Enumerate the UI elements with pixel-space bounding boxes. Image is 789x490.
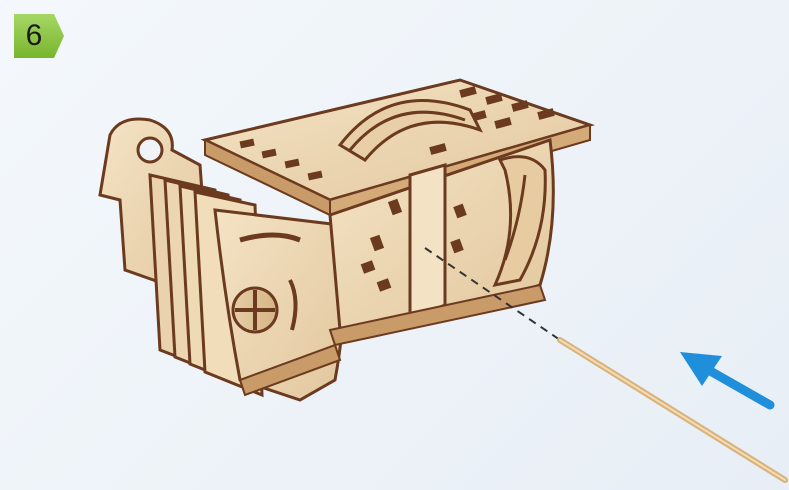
toothpick [560, 340, 785, 480]
arrow-icon [680, 352, 770, 405]
